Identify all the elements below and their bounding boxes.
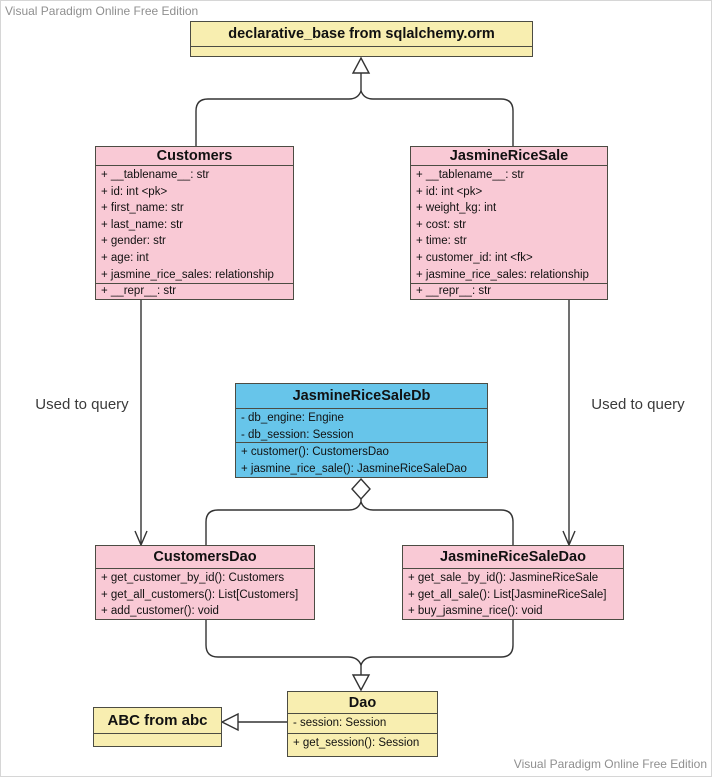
class-member: + get_sale_by_id(): JasmineRiceSale xyxy=(408,572,599,584)
class-member: + customer(): CustomersDao xyxy=(241,446,389,458)
class-title: ABC from abc xyxy=(107,712,208,729)
class-title: JasmineRiceSaleDb xyxy=(292,388,431,404)
class-member: + buy_jasmine_rice(): void xyxy=(408,605,543,618)
hollow-diamond-icon xyxy=(351,477,371,501)
class-title: Customers xyxy=(156,148,233,164)
methods-compartment: + customer(): CustomersDao + jasmine_rice… xyxy=(236,442,487,477)
class-member: + time: str xyxy=(416,235,467,248)
methods-compartment: + get_sale_by_id(): JasmineRiceSale + get… xyxy=(403,568,623,619)
class-member: + customer_id: int <fk> xyxy=(416,251,533,264)
class-member: + __tablename__: str xyxy=(416,169,525,181)
aggregation-db-to-daos[interactable] xyxy=(205,477,514,545)
class-declarative-base[interactable]: declarative_base from sqlalchemy.orm xyxy=(190,21,533,57)
class-member: + get_all_sale(): List[JasmineRiceSale] xyxy=(408,588,607,601)
methods-compartment: + get_customer_by_id(): Customers + get_a… xyxy=(96,568,314,619)
empty-compartment xyxy=(191,46,532,56)
class-member: + get_session(): Session xyxy=(293,737,420,749)
class-abc[interactable]: ABC from abc xyxy=(93,707,222,747)
class-jasmine-rice-sale[interactable]: JasmineRiceSale + __tablename__: str + id… xyxy=(410,146,608,300)
class-member: - db_session: Session xyxy=(241,428,354,441)
class-member: + id: int <pk> xyxy=(101,185,168,198)
class-member: + add_customer(): void xyxy=(101,605,219,618)
hollow-triangle-left-icon xyxy=(220,712,239,732)
class-customers[interactable]: Customers + __tablename__: str + id: int … xyxy=(95,146,294,300)
label-used-to-query-left: Used to query xyxy=(35,396,129,413)
class-member: + __repr__: str xyxy=(416,285,492,297)
methods-compartment: + get_session(): Session xyxy=(288,733,437,756)
class-title: declarative_base from sqlalchemy.orm xyxy=(228,26,495,42)
attributes-compartment: + __tablename__: str + id: int <pk> + firs… xyxy=(96,165,293,283)
methods-compartment: + __repr__: str xyxy=(96,283,293,299)
class-member: + cost: str xyxy=(416,218,467,231)
class-title: Dao xyxy=(348,694,377,711)
class-jasmine-rice-sale-dao[interactable]: JasmineRiceSaleDao + get_sale_by_id(): J… xyxy=(402,545,624,620)
class-dao[interactable]: Dao - session: Session + get_session(): … xyxy=(287,691,438,757)
attributes-compartment: - session: Session xyxy=(288,713,437,733)
class-member: + get_customer_by_id(): Customers xyxy=(101,572,285,584)
attributes-compartment: - db_engine: Engine - db_session: Session xyxy=(236,408,487,442)
class-title: CustomersDao xyxy=(153,549,257,565)
class-member: + age: int xyxy=(101,251,149,264)
class-member: + first_name: str xyxy=(101,202,184,215)
class-member: + id: int <pk> xyxy=(416,185,483,198)
association-customers-to-customersdao[interactable] xyxy=(134,300,148,547)
class-customers-dao[interactable]: CustomersDao + get_customer_by_id(): Cus… xyxy=(95,545,315,620)
generalization-to-declarative-base[interactable] xyxy=(195,56,514,146)
class-member: + weight_kg: int xyxy=(416,202,497,215)
class-member: + jasmine_rice_sales: relationship xyxy=(101,268,274,281)
class-member: + last_name: str xyxy=(101,218,184,231)
class-member: + __tablename__: str xyxy=(101,169,210,181)
class-member: + gender: str xyxy=(101,235,166,248)
watermark-bottom-right: Visual Paradigm Online Free Edition xyxy=(513,757,707,771)
hollow-triangle-down-icon xyxy=(351,674,371,692)
generalization-dao-to-abc[interactable] xyxy=(220,712,287,732)
class-member: + jasmine_rice_sale(): JasmineRiceSaleDa… xyxy=(241,462,467,475)
class-title: JasmineRiceSaleDao xyxy=(440,549,586,565)
watermark-top-left: Visual Paradigm Online Free Edition xyxy=(5,4,199,18)
empty-compartment xyxy=(94,733,221,746)
generalization-daos-to-dao[interactable] xyxy=(205,620,514,692)
class-member: + jasmine_rice_sales: relationship xyxy=(416,268,589,281)
label-used-to-query-right: Used to query xyxy=(591,396,685,413)
association-jasminericesale-to-jasminericesaledao[interactable] xyxy=(562,300,576,547)
class-member: - db_engine: Engine xyxy=(241,412,344,424)
hollow-triangle-up-icon xyxy=(351,56,371,74)
attributes-compartment: + __tablename__: str + id: int <pk> + weig… xyxy=(411,165,607,283)
class-member: + __repr__: str xyxy=(101,285,177,297)
class-member: + get_all_customers(): List[Customers] xyxy=(101,588,299,601)
class-jasmine-rice-sale-db[interactable]: JasmineRiceSaleDb - db_engine: Engine- d… xyxy=(235,383,488,478)
class-title: JasmineRiceSale xyxy=(449,148,569,164)
methods-compartment: + __repr__: str xyxy=(411,283,607,299)
class-member: - session: Session xyxy=(293,717,387,729)
